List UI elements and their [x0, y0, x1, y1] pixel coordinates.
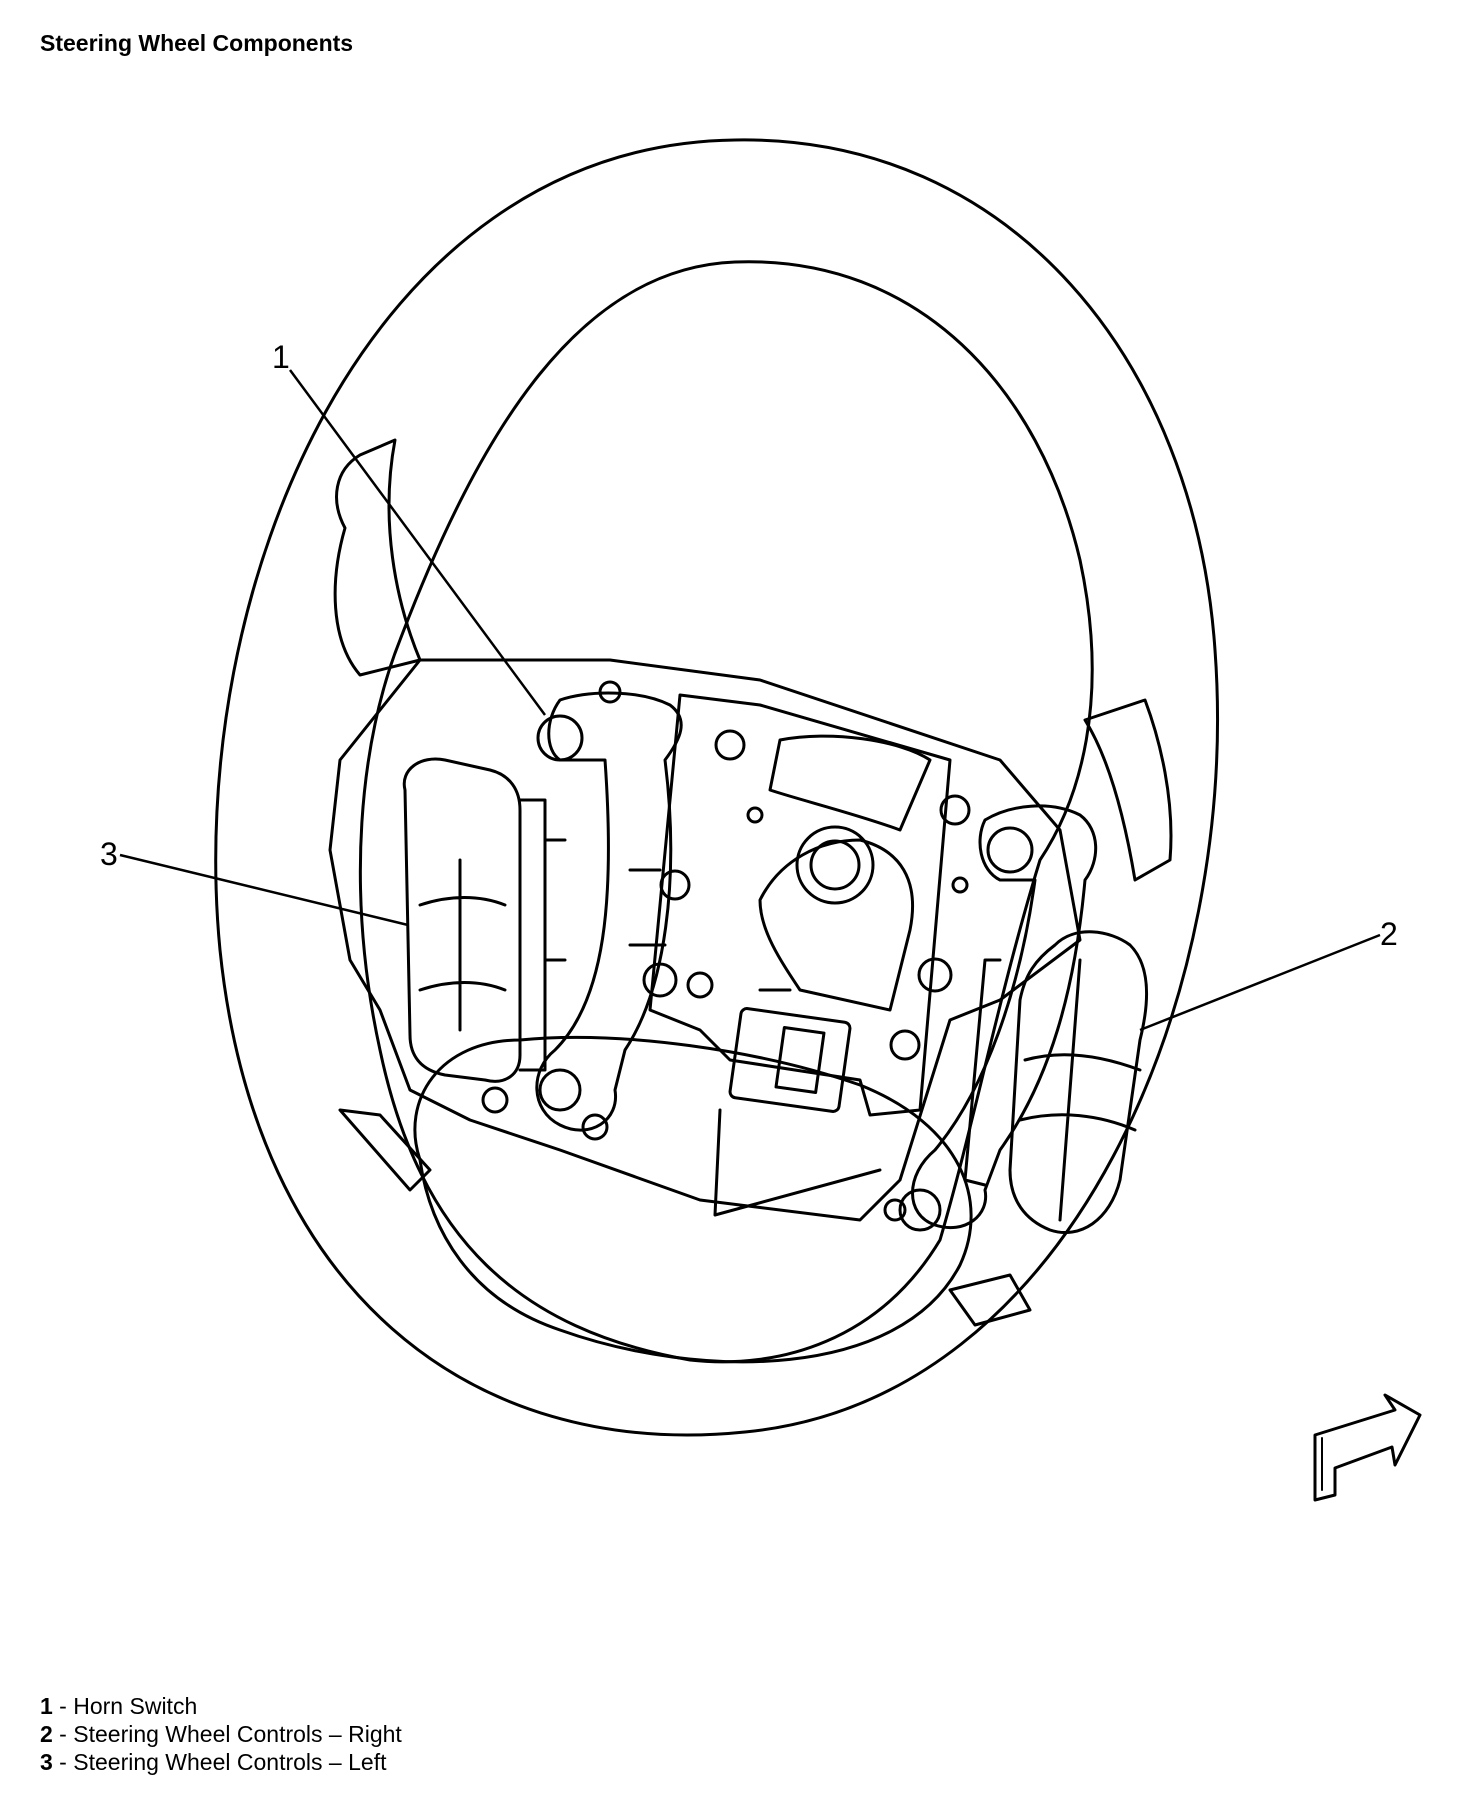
leader-line-1 [288, 369, 547, 716]
leader-line-2 [1139, 933, 1381, 1032]
right-controls-pad [1008, 930, 1148, 1235]
leader-line-3 [119, 853, 409, 927]
callout-2: 2 [1380, 916, 1398, 952]
legend: 1 - Horn Switch 2 - Steering Wheel Contr… [40, 1692, 402, 1776]
horn-switch-bolt-right-lower [898, 1188, 942, 1232]
view-direction-arrow-icon [1313, 1393, 1422, 1502]
horn-switch-right-arm [911, 804, 1098, 1230]
callout-1: 1 [272, 339, 290, 375]
horn-switch-left-arm [535, 691, 683, 1132]
legend-item-2: 2 - Steering Wheel Controls – Right [40, 1721, 402, 1747]
steering-column-bore [795, 825, 875, 905]
center-plate [648, 693, 952, 1117]
wheel-rim-outer [214, 138, 1219, 1437]
left-controls-pad [402, 757, 522, 1083]
wiring-connector [728, 1007, 852, 1113]
upper-left-opening [333, 438, 422, 677]
horn-switch-bolt-lower [538, 1068, 582, 1112]
legend-item-1: 1 - Horn Switch [40, 1693, 198, 1719]
diagram-title: Steering Wheel Components [40, 30, 354, 56]
upper-right-opening [1083, 698, 1173, 882]
legend-item-3: 3 - Steering Wheel Controls – Left [40, 1749, 387, 1775]
center-hub-frame [328, 658, 1082, 1222]
center-plate-window [768, 734, 932, 832]
lower-opening [413, 1035, 973, 1364]
wheel-rim-inner [358, 260, 1094, 1364]
callout-3: 3 [100, 836, 118, 872]
horn-switch-bolt-upper [536, 714, 584, 762]
horn-switch-bolt-right-upper [986, 826, 1034, 874]
